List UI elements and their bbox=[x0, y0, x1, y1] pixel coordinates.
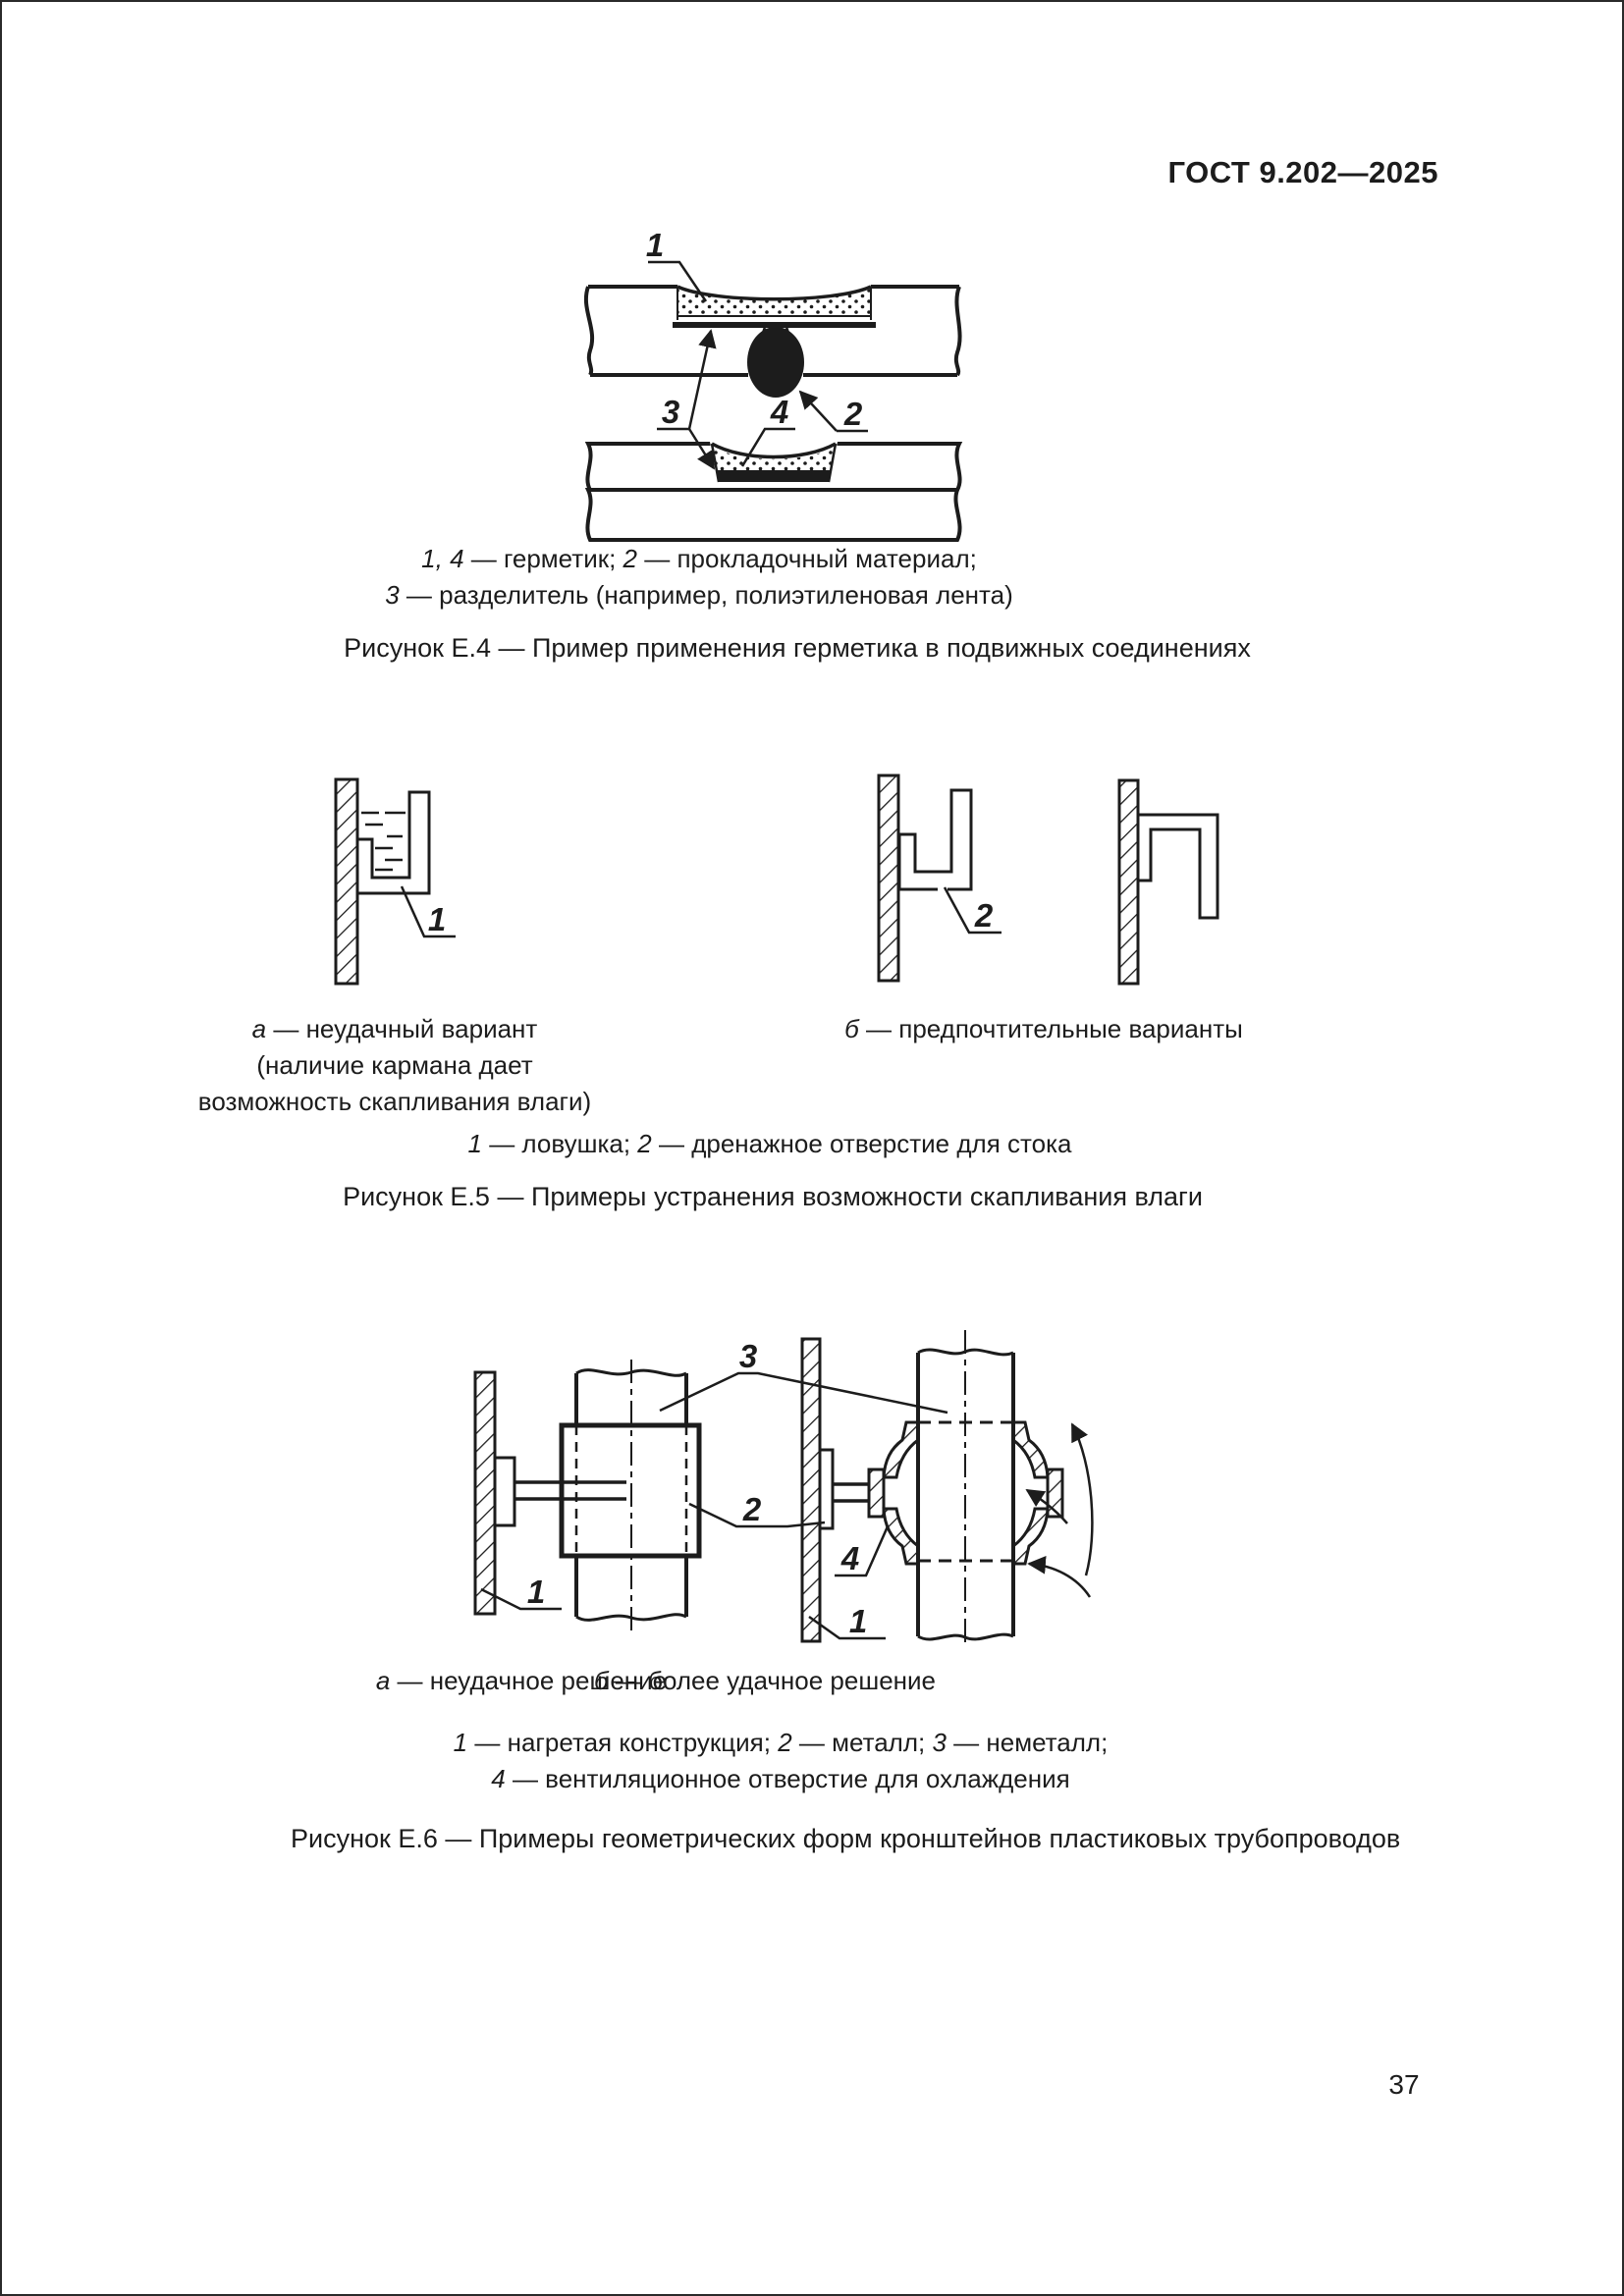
variant-a-pocket: 1 bbox=[334, 777, 456, 986]
drain-hole bbox=[938, 880, 947, 891]
figure-e4-drawing: 1 3 4 2 bbox=[583, 227, 963, 542]
figure-e4-callouts: 1 3 4 2 bbox=[646, 227, 868, 470]
callout-1-left: 1 bbox=[527, 1574, 545, 1610]
callout-2: 2 bbox=[843, 396, 863, 432]
pipe bbox=[916, 1353, 1015, 1636]
figure-e4-legend: 1, 4 — герметик; 2 — прокладочный матери… bbox=[355, 541, 1043, 614]
figure-e6-variant-a-caption: а — неудачное решение bbox=[375, 1666, 668, 1695]
callout-2: 2 bbox=[974, 897, 994, 934]
wall bbox=[877, 774, 900, 983]
clamp-block bbox=[559, 1422, 702, 1559]
callout-3: 3 bbox=[662, 394, 679, 430]
figure-e6-legend-line1: 1 — нагретая конструкция; 2 — металл; 3 … bbox=[453, 1728, 1109, 1757]
water bbox=[357, 809, 409, 878]
figure-e4-caption: Рисунок Е.4 — Пример применения герметик… bbox=[344, 633, 1251, 663]
figure-e6-callouts: 3 2 1 1 4 bbox=[480, 1338, 948, 1640]
bottom-plates bbox=[584, 442, 963, 542]
wall bbox=[1117, 778, 1140, 986]
figure-e6-drawing: 3 2 1 1 4 bbox=[473, 1330, 1094, 1648]
figure-e6-legend: 1 — нагретая конструкция; 2 — металл; 3 … bbox=[437, 1725, 1124, 1797]
figure-e5-variant-a-caption: а — неудачный вариант (наличие кармана д… bbox=[197, 1014, 592, 1116]
mount-pad bbox=[493, 1456, 516, 1527]
pocket bbox=[355, 790, 431, 895]
variant-b-bracket bbox=[800, 1330, 1094, 1648]
callout-1: 1 bbox=[428, 901, 446, 937]
mount-pad bbox=[818, 1448, 835, 1530]
airflow-arrows bbox=[1025, 1422, 1094, 1598]
callout-1-right: 1 bbox=[849, 1603, 867, 1639]
callout-2: 2 bbox=[742, 1491, 762, 1527]
figure-e6-variant-b-caption: б — более удачное решение bbox=[594, 1666, 936, 1695]
figure-e4-legend-line1: 1, 4 — герметик; 2 — прокладочный матери… bbox=[421, 544, 977, 573]
callout-1: 1 bbox=[646, 227, 664, 263]
gasket-oval bbox=[747, 327, 804, 398]
figure-e4-legend-line2: 3 — разделитель (например, полиэтиленова… bbox=[385, 580, 1013, 610]
figure-e5-caption: Рисунок Е.5 — Примеры устранения возможн… bbox=[343, 1182, 1203, 1211]
wall bbox=[334, 777, 359, 986]
bracket bbox=[1136, 813, 1219, 920]
figure-e5-legend: 1 — ловушка; 2 — дренажное отверстие для… bbox=[467, 1129, 1072, 1158]
figure-e6-caption: Рисунок Е.6 — Примеры геометрических фор… bbox=[291, 1824, 1401, 1853]
figure-e5-variant-b-caption: б — предпочтительные варианты bbox=[844, 1014, 1243, 1043]
doc-number-header: ГОСТ 9.202—2025 bbox=[1167, 155, 1438, 189]
bracket bbox=[897, 788, 973, 891]
sealant-top bbox=[677, 289, 871, 316]
pipe bbox=[574, 1373, 688, 1617]
figure-e6-legend-line2: 4 — вентиляционное отверстие для охлажде… bbox=[491, 1764, 1070, 1793]
rod bbox=[514, 1480, 626, 1501]
page-number: 37 bbox=[1388, 2069, 1420, 2100]
variant-b2-inverted bbox=[1117, 778, 1219, 986]
callout-4: 4 bbox=[770, 394, 788, 430]
variant-b1-drain: 2 bbox=[877, 774, 1001, 983]
tape-bottom bbox=[717, 470, 831, 482]
callout-3: 3 bbox=[739, 1338, 757, 1374]
variant-a-clamp bbox=[473, 1360, 702, 1630]
wall bbox=[473, 1370, 497, 1616]
callout-4: 4 bbox=[840, 1540, 859, 1576]
water-dashes bbox=[361, 811, 406, 872]
rod bbox=[833, 1482, 869, 1503]
figure-e5-drawing: 1 2 bbox=[334, 774, 1219, 986]
